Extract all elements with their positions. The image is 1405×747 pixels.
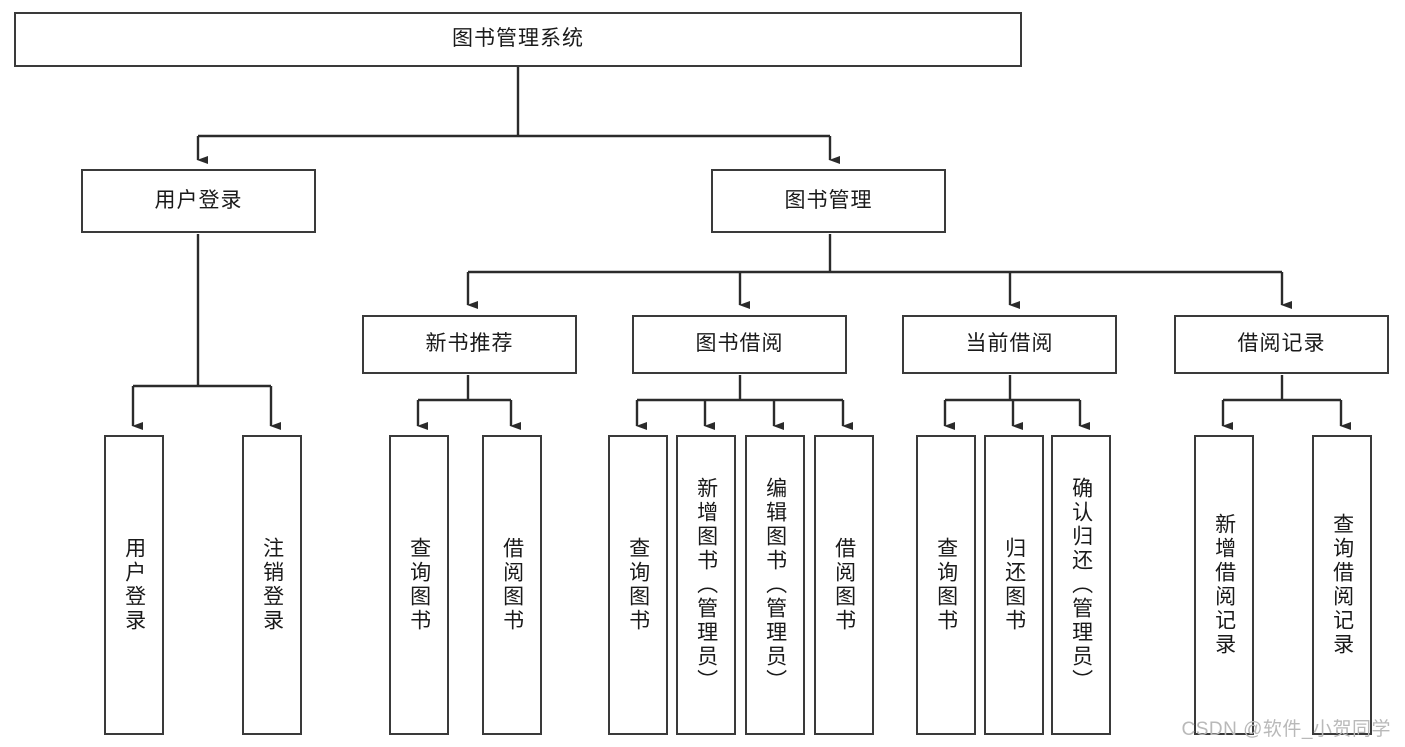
node-label: 查询借阅记录 [1330, 513, 1354, 657]
leaf-borrow-edit-book-admin[interactable]: 编辑图书（管理员） [745, 435, 805, 735]
node-label: 借阅记录 [1237, 332, 1326, 356]
node-label: 用户登录 [154, 188, 243, 212]
node-borrow-record[interactable]: 借阅记录 [1174, 315, 1389, 374]
leaf-borrow-borrow-book[interactable]: 借阅图书 [814, 435, 874, 735]
node-label: 借阅图书 [500, 537, 524, 633]
leaf-borrow-add-book-admin[interactable]: 新增图书（管理员） [676, 435, 736, 735]
leaf-user-login-logout[interactable]: 注销登录 [242, 435, 302, 735]
node-label: 借阅图书 [832, 537, 856, 633]
leaf-new-book-query[interactable]: 查询图书 [389, 435, 449, 735]
node-root-system[interactable]: 图书管理系统 [14, 12, 1022, 67]
node-label: 查询图书 [934, 537, 958, 633]
node-label: 查询图书 [407, 537, 431, 633]
node-label: 图书管理 [784, 188, 873, 212]
node-label: 新增图书（管理员） [694, 477, 718, 693]
node-label: 图书借阅 [695, 332, 784, 356]
node-label: 归还图书 [1002, 537, 1026, 633]
leaf-borrow-query-book[interactable]: 查询图书 [608, 435, 668, 735]
leaf-record-query-record[interactable]: 查询借阅记录 [1312, 435, 1372, 735]
node-label: 图书管理系统 [452, 27, 584, 51]
node-label: 确认归还（管理员） [1069, 477, 1093, 693]
node-new-book-recommend[interactable]: 新书推荐 [362, 315, 577, 374]
node-current-borrow[interactable]: 当前借阅 [902, 315, 1117, 374]
node-label: 新增借阅记录 [1212, 513, 1236, 657]
leaf-record-add-record[interactable]: 新增借阅记录 [1194, 435, 1254, 735]
leaf-current-confirm-return-admin[interactable]: 确认归还（管理员） [1051, 435, 1111, 735]
node-user-login[interactable]: 用户登录 [81, 169, 316, 233]
node-book-borrow[interactable]: 图书借阅 [632, 315, 847, 374]
leaf-current-return-book[interactable]: 归还图书 [984, 435, 1044, 735]
leaf-new-book-borrow[interactable]: 借阅图书 [482, 435, 542, 735]
leaf-current-query-book[interactable]: 查询图书 [916, 435, 976, 735]
node-label: 注销登录 [260, 537, 284, 633]
leaf-user-login-login[interactable]: 用户登录 [104, 435, 164, 735]
watermark-text: CSDN @软件_小贺同学 [1181, 719, 1391, 740]
node-label: 编辑图书（管理员） [763, 477, 787, 693]
node-label: 用户登录 [122, 537, 146, 633]
node-label: 当前借阅 [965, 332, 1054, 356]
node-label: 新书推荐 [425, 332, 514, 356]
node-book-management[interactable]: 图书管理 [711, 169, 946, 233]
node-label: 查询图书 [626, 537, 650, 633]
